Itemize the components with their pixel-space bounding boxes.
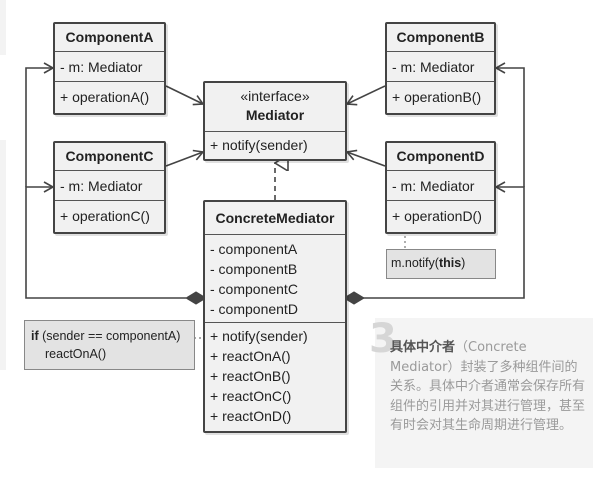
mediator-title: Mediator — [245, 107, 305, 123]
component-c-method: + operationC() — [55, 200, 164, 232]
component-b-field: - m: Mediator — [387, 51, 494, 81]
component-b-method: + operationB() — [387, 81, 494, 113]
component-a-field: - m: Mediator — [55, 51, 164, 81]
composition-line-right — [352, 181, 525, 299]
callout-number: 3 — [369, 316, 397, 362]
note-notify-suffix: ) — [461, 256, 466, 270]
component-a-title: ComponentA — [65, 29, 154, 45]
mediator-stereotype: «interface» — [240, 88, 310, 104]
note-notify: m.notify(this) — [386, 249, 496, 279]
mediator-interface-box: «interface» Mediator + notify(sender) — [203, 81, 347, 161]
component-d-field: - m: Mediator — [387, 170, 494, 200]
left-background-panel-lower — [0, 140, 6, 370]
assoc-c-to-mediator — [165, 149, 205, 167]
component-d-method: + operationD() — [387, 200, 494, 232]
concrete-mediator-title: ConcreteMediator — [215, 210, 335, 226]
component-d-title: ComponentD — [396, 148, 485, 164]
component-a-box: ComponentA - m: Mediator + operationA() — [53, 22, 166, 115]
component-a-method: + operationA() — [55, 81, 164, 113]
concrete-method-react-b: + reactOnB() — [210, 368, 291, 384]
component-c-title: ComponentC — [65, 148, 154, 164]
mediator-method: + notify(sender) — [205, 131, 345, 159]
note-if-keyword: if — [31, 329, 39, 343]
note-if-sender: if (sender == componentA) reactOnA() — [24, 320, 195, 370]
composition-diamond-right — [343, 291, 365, 305]
composition-line-right-top — [494, 62, 525, 187]
composition-line-left-top — [25, 62, 55, 187]
callout-bold-term: 具体中介者 — [390, 340, 456, 355]
concrete-method-react-d: + reactOnD() — [210, 408, 292, 424]
composition-line-left — [25, 181, 186, 299]
component-d-box: ComponentD - m: Mediator + operationD() — [385, 141, 496, 234]
concrete-method-notify: + notify(sender) — [210, 328, 308, 344]
callout-body: （Concrete Mediator）封装了多种组件间的关系。具体中介者通常会保… — [390, 340, 586, 433]
callout-panel: 3 具体中介者（Concrete Mediator）封装了多种组件间的关系。具体… — [369, 316, 593, 468]
concrete-field-c: - componentC — [210, 281, 298, 297]
note-notify-keyword: this — [438, 256, 462, 270]
concrete-field-b: - componentB — [210, 261, 298, 277]
callout-text: 具体中介者（Concrete Mediator）封装了多种组件间的关系。具体中介… — [390, 338, 586, 436]
component-c-field: - m: Mediator — [55, 170, 164, 200]
component-c-box: ComponentC - m: Mediator + operationC() — [53, 141, 166, 234]
assoc-b-to-mediator — [345, 85, 386, 106]
left-background-panel — [0, 0, 6, 55]
note-if-condition: (sender == componentA) — [38, 329, 181, 343]
component-b-title: ComponentB — [396, 29, 485, 45]
concrete-method-react-c: + reactOnC() — [210, 388, 292, 404]
note-notify-prefix: m.notify( — [391, 256, 439, 270]
concrete-field-d: - componentD — [210, 301, 298, 317]
concrete-mediator-box: ConcreteMediator - componentA - componen… — [203, 200, 347, 433]
concrete-field-a: - componentA — [210, 241, 298, 257]
concrete-method-react-a: + reactOnA() — [210, 348, 291, 364]
note-if-action: reactOnA() — [45, 347, 107, 361]
assoc-d-to-mediator — [345, 149, 386, 167]
assoc-a-to-mediator — [165, 85, 205, 106]
component-b-box: ComponentB - m: Mediator + operationB() — [385, 22, 496, 115]
